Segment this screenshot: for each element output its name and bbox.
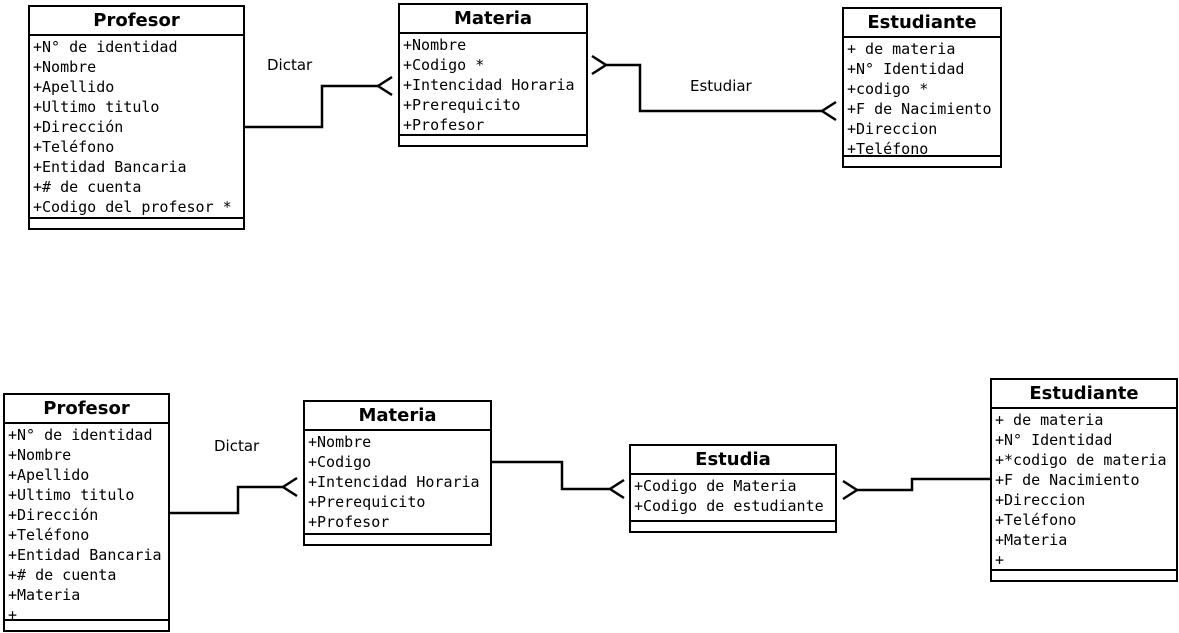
entity-materia-top: Materia +Nombre +Codigo * +Intencidad Hora… — [398, 3, 588, 147]
entity-attribute: +Apellido — [8, 466, 90, 484]
entity-attribute: +# de cuenta — [8, 566, 117, 584]
connector-line — [245, 84, 378, 129]
entity-attributes: +N° de identidad +Nombre +Apellido +Ultimo … — [30, 36, 243, 217]
entity-attribute: +Prerequicito — [308, 493, 426, 511]
entity-operations-compartment — [844, 155, 1000, 166]
entity-attribute: +Entidad Bancaria — [33, 158, 187, 176]
entity-attribute: +Intencidad Horaria — [308, 473, 480, 491]
entity-attributes: +Nombre +Codigo +Intencidad Horaria +Prereq… — [305, 431, 490, 533]
entity-attribute: +F de Nacimiento — [847, 100, 992, 118]
entity-estudiante-bottom: Estudiante + de materia +N° Identidad +*co… — [990, 378, 1178, 582]
relation-label-dictar-top: Dictar — [267, 56, 313, 74]
entity-attribute: +Entidad Bancaria — [8, 546, 162, 564]
entity-attribute: +# de cuenta — [33, 178, 142, 196]
entity-attribute: +Teléfono — [847, 140, 929, 155]
entity-attribute: +Prerequicito — [403, 96, 521, 114]
entity-operations-compartment — [305, 533, 490, 544]
entity-profesor-top: Profesor +N° de identidad +Nombre +Apellid… — [28, 5, 245, 230]
crow-foot-icon — [280, 476, 298, 498]
entity-attribute: + de materia — [995, 411, 1104, 429]
entity-operations-compartment — [631, 520, 835, 531]
entity-attribute: +Intencidad Horaria — [403, 76, 575, 94]
entity-attribute: + — [8, 606, 18, 619]
connector-line — [492, 460, 610, 491]
entity-attributes: + de materia +N° Identidad +codigo * +F de … — [844, 38, 1000, 155]
entity-title: Profesor — [30, 7, 243, 36]
entity-estudiante-top: Estudiante + de materia +N° Identidad +cod… — [842, 7, 1002, 168]
entity-attributes: +Codigo de Materia +Codigo de estudiante — [631, 475, 835, 520]
entity-attribute: +Ultimo titulo — [8, 486, 135, 504]
entity-attribute: +Codigo del profesor * — [33, 198, 232, 216]
connector-materia-estudia — [492, 460, 625, 500]
connector-dictar-bottom — [170, 476, 298, 515]
entity-attribute: +Materia — [995, 531, 1068, 549]
entity-attribute: +Nombre — [308, 433, 372, 451]
crow-foot-icon — [591, 54, 609, 76]
entity-attribute: +Materia — [8, 586, 81, 604]
entity-operations-compartment — [30, 217, 243, 228]
entity-attribute: +Teléfono — [995, 511, 1077, 529]
entity-attributes: +Nombre +Codigo * +Intencidad Horaria +Prer… — [400, 34, 586, 134]
entity-attribute: +N° Identidad — [995, 431, 1113, 449]
entity-attribute: + de materia — [847, 40, 956, 58]
entity-title: Estudiante — [992, 380, 1176, 409]
entity-attribute: +Teléfono — [8, 526, 90, 544]
entity-title: Materia — [400, 5, 586, 34]
entity-attribute: +Codigo de Materia — [634, 477, 797, 495]
entity-attribute: +N° de identidad — [33, 38, 178, 56]
entity-attribute: +Profesor — [308, 513, 390, 531]
relation-label-dictar-bottom: Dictar — [214, 437, 260, 455]
entity-profesor-bottom: Profesor +N° de identidad +Nombre +Apellid… — [3, 393, 170, 632]
entity-attribute: +Profesor — [403, 116, 485, 134]
entity-operations-compartment — [5, 619, 168, 630]
connector-line — [170, 485, 283, 515]
entity-attribute: +Direccion — [995, 491, 1086, 509]
entity-attribute: +Nombre — [8, 446, 72, 464]
entity-estudia: Estudia +Codigo de Materia +Codigo de est… — [629, 444, 837, 533]
entity-attributes: + de materia +N° Identidad +*codigo de mat… — [992, 409, 1176, 569]
entity-attribute: +N° Identidad — [847, 60, 965, 78]
entity-attribute: +Direccion — [847, 120, 938, 138]
entity-attribute: +N° de identidad — [8, 426, 153, 444]
entity-materia-bottom: Materia +Nombre +Codigo +Intencidad Horari… — [303, 400, 492, 546]
connector-dictar-top — [245, 75, 393, 129]
entity-attribute: +Apellido — [33, 78, 115, 96]
crow-foot-icon — [607, 478, 625, 500]
entity-attributes: +N° de identidad +Nombre +Apellido +Ultimo … — [5, 424, 168, 619]
connector-line — [606, 63, 822, 113]
connector-estudia-estudiante — [842, 477, 990, 501]
entity-attribute: +Dirección — [33, 118, 124, 136]
entity-attribute: +F de Nacimiento — [995, 471, 1140, 489]
entity-title: Estudiante — [844, 9, 1000, 38]
entity-attribute: + — [995, 551, 1005, 569]
entity-attribute: +Ultimo titulo — [33, 98, 160, 116]
crow-foot-icon — [842, 479, 860, 501]
entity-attribute: +Codigo — [308, 453, 372, 471]
entity-attribute: +codigo * — [847, 80, 929, 98]
entity-attribute: +*codigo de materia — [995, 451, 1167, 469]
entity-title: Estudia — [631, 446, 835, 475]
entity-attribute: +Dirección — [8, 506, 99, 524]
entity-attribute: +Codigo * — [403, 56, 485, 74]
entity-attribute: +Nombre — [33, 58, 97, 76]
entity-attribute: +Teléfono — [33, 138, 115, 156]
crow-foot-icon — [375, 75, 393, 97]
crow-foot-icon — [819, 100, 837, 122]
entity-operations-compartment — [992, 569, 1176, 580]
entity-operations-compartment — [400, 134, 586, 145]
entity-attribute: +Nombre — [403, 36, 467, 54]
entity-title: Profesor — [5, 395, 168, 424]
connector-estudiar-top — [591, 54, 837, 122]
connector-line — [857, 477, 990, 492]
relation-label-estudiar-top: Estudiar — [690, 77, 752, 95]
entity-title: Materia — [305, 402, 490, 431]
entity-attribute: +Codigo de estudiante — [634, 497, 824, 515]
